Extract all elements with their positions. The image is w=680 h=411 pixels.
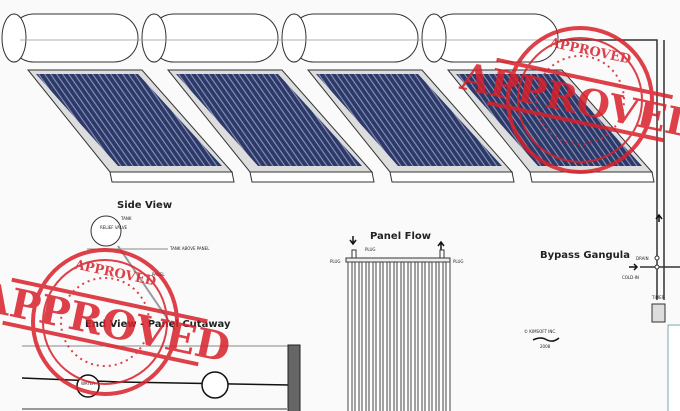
riser-tube <box>389 261 395 411</box>
copyright-block: © KIMSOFT INC. 2008 <box>524 329 560 349</box>
panel-absorber <box>36 74 222 166</box>
plug-label-right: PLUG <box>453 259 463 264</box>
water-label: WATER <box>81 381 95 386</box>
panel-flow: Panel Flow PLUG PLUG PLUG <box>330 231 463 411</box>
plug-label-left: PLUG <box>330 259 340 264</box>
stamp-text: APPROVED <box>0 273 234 372</box>
plug-label-top: PLUG <box>365 247 375 252</box>
riser-tube <box>403 261 409 411</box>
drain-label: DRAIN <box>636 256 649 261</box>
timer-label: TIMER <box>651 295 665 300</box>
timer-icon <box>651 303 666 323</box>
riser-tube <box>354 261 360 411</box>
riser-tube <box>445 261 451 411</box>
arrow-up-icon <box>655 213 663 222</box>
kimsoft-logo <box>532 337 560 342</box>
copyright-year: 2008 <box>540 344 551 349</box>
collector-array <box>1 13 655 183</box>
solar-unit-3 <box>281 13 515 183</box>
tank-above-panel-label: TANK ABOVE PANEL <box>169 246 210 251</box>
riser-tube <box>410 261 416 411</box>
tank <box>149 13 279 63</box>
end-view-frame <box>287 344 301 411</box>
relief-valve-label: RELIEF VALVE <box>100 225 128 230</box>
riser-tube <box>438 261 444 411</box>
tank-circle <box>90 215 122 247</box>
solar-unit-1 <box>1 13 235 183</box>
riser-tube <box>347 261 353 411</box>
side-view-title: Side View <box>117 200 172 211</box>
riser-tube <box>382 261 388 411</box>
arrow-up-icon <box>437 240 445 250</box>
panel-flow-title: Panel Flow <box>370 231 431 242</box>
riser-tube <box>375 261 381 411</box>
riser-tube <box>431 261 437 411</box>
bypass-title: Bypass Gangula <box>540 250 630 261</box>
tank <box>9 13 139 63</box>
water-heater-tank <box>667 324 680 411</box>
end-view-title: End View - Panel Cutaway <box>85 319 231 330</box>
tank <box>289 13 419 63</box>
arrow-down-icon <box>349 236 357 246</box>
solar-unit-2 <box>141 13 375 183</box>
riser-tube <box>417 261 423 411</box>
riser-tubes <box>347 261 451 411</box>
arrow-right-icon <box>629 263 639 271</box>
riser-tube <box>361 261 367 411</box>
cold-in-label: COLD-IN <box>622 275 639 280</box>
riser-tube <box>424 261 430 411</box>
riser-tube <box>368 261 374 411</box>
copyright-company: © KIMSOFT INC. <box>524 329 556 334</box>
riser-tube <box>396 261 402 411</box>
tank-label: TANK <box>120 216 132 221</box>
